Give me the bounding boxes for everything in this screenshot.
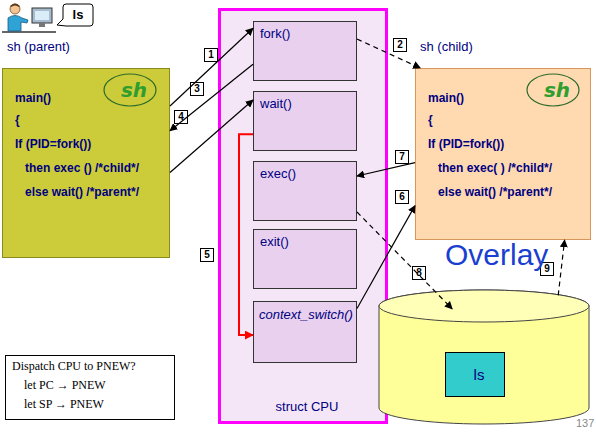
flow-arrow bbox=[170, 100, 253, 173]
person-hair bbox=[10, 4, 20, 8]
code-line: If (PID=fork()) bbox=[428, 137, 504, 151]
cylinder-body bbox=[379, 290, 589, 424]
flow-arrow bbox=[357, 163, 415, 176]
code-line: { bbox=[15, 113, 20, 127]
dashed-arrow bbox=[558, 240, 564, 295]
dashed-arrow bbox=[357, 39, 420, 68]
monitor-screen bbox=[35, 11, 49, 20]
monitor-symbol bbox=[32, 8, 52, 23]
code-line: { bbox=[428, 113, 433, 127]
code-line: main() bbox=[15, 91, 51, 105]
overlay-label: Overlay bbox=[445, 238, 548, 272]
speech-bubble: ls bbox=[56, 3, 94, 27]
process-heading: sh (child) bbox=[420, 39, 473, 54]
flow-arrow bbox=[357, 206, 415, 309]
parent-process-box: sh (parent)main(){If (PID=fork())then ex… bbox=[2, 68, 170, 258]
function-name: exec() bbox=[260, 166, 296, 181]
desk-line bbox=[2, 31, 56, 33]
struct-name: struct CPU bbox=[225, 399, 389, 414]
cylinder-top bbox=[379, 290, 589, 322]
shell-oval: sh bbox=[526, 73, 580, 107]
kernel-call-box: wait() bbox=[253, 91, 357, 151]
shell-name: sh bbox=[530, 73, 584, 107]
page-number: 137 bbox=[576, 417, 594, 429]
cpu-struct-box: struct CPU fork() wait() exec() exit() contex… bbox=[218, 8, 388, 424]
callout-number: 7 bbox=[395, 150, 409, 164]
callout-number: 5 bbox=[200, 248, 214, 262]
shell-name: sh bbox=[107, 73, 161, 107]
code-line: then exec () /*child*/ bbox=[25, 161, 139, 175]
code-line: If (PID=fork()) bbox=[15, 137, 91, 151]
code-line: then exec( ) /*child*/ bbox=[438, 161, 552, 175]
note-line: let PC → PNEW bbox=[24, 378, 106, 393]
monitor-stand bbox=[39, 23, 45, 27]
kernel-call-box: exit() bbox=[253, 229, 357, 289]
bubble-outline bbox=[57, 4, 93, 26]
program-file-box: ls bbox=[445, 352, 505, 397]
person-body bbox=[8, 16, 28, 32]
file-name: ls bbox=[450, 353, 508, 396]
bubble-text: ls bbox=[62, 3, 94, 27]
process-heading: sh (parent) bbox=[7, 39, 70, 54]
code-line: else wait() /*parent*/ bbox=[438, 185, 552, 199]
disk-cylinder: ls bbox=[378, 290, 590, 425]
callout-number: 6 bbox=[395, 190, 409, 204]
dashed-arrow bbox=[357, 212, 452, 309]
kernel-call-box: exec() bbox=[253, 161, 357, 221]
function-name: wait() bbox=[260, 96, 292, 111]
function-name: exit() bbox=[260, 234, 289, 249]
flow-arrow bbox=[239, 134, 253, 335]
callout-number: 1 bbox=[204, 48, 218, 62]
callout-number: 8 bbox=[412, 266, 426, 280]
function-name: context_switch() bbox=[259, 307, 353, 322]
flow-arrow bbox=[170, 28, 253, 106]
callout-number: 2 bbox=[393, 38, 407, 52]
code-line: else wait() /*parent*/ bbox=[25, 185, 139, 199]
flow-arrow bbox=[170, 64, 253, 131]
callout-number: 3 bbox=[190, 82, 204, 96]
note-line: let SP → PNEW bbox=[24, 397, 104, 412]
note-box: Dispatch CPU to PNEW? let PC → PNEW let SP… bbox=[5, 355, 175, 420]
person-head bbox=[10, 4, 20, 14]
child-process-box: sh (child)main(){If (PID=fork())then exe… bbox=[415, 68, 591, 240]
code-line: main() bbox=[428, 91, 464, 105]
kernel-call-box: fork() bbox=[253, 21, 357, 81]
shell-oval: sh bbox=[103, 73, 157, 107]
function-name: fork() bbox=[260, 26, 290, 41]
user-at-computer-icon bbox=[2, 4, 56, 33]
note-line: Dispatch CPU to PNEW? bbox=[12, 359, 136, 374]
kernel-call-box: context_switch() bbox=[253, 301, 357, 363]
callout-number: 4 bbox=[174, 110, 188, 124]
